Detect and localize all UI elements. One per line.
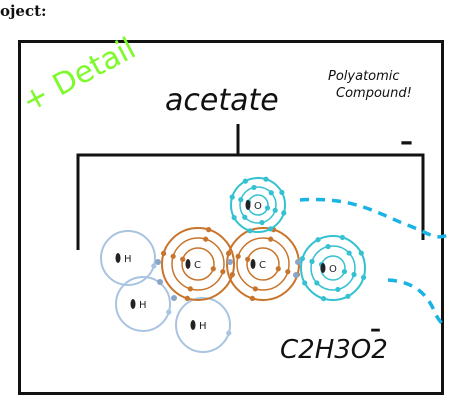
hydrogen-1-electron: [151, 263, 157, 269]
oxygen-2-electron: [314, 280, 320, 286]
oxygen-2-proton-mark: [320, 263, 326, 273]
carbon-1-shell-2: [171, 237, 225, 291]
hydrogen-1-shell-1: [100, 230, 156, 286]
oxygen-1-shell-2: [239, 186, 277, 224]
oxygen-2-shell-3: [300, 235, 366, 301]
hydrogen-3-shell-1: [175, 297, 231, 353]
oxygen-2-electron: [360, 274, 367, 281]
oxygen-1-shell-3: [230, 177, 286, 233]
dashed-curve-lower: [387, 278, 446, 326]
oxygen-1-electron: [238, 197, 244, 203]
carbon-1-shell-3: [161, 227, 235, 301]
carbon-1-electron: [170, 253, 176, 259]
carbon-1-electron: [210, 266, 216, 272]
oxygen-1-electron: [242, 178, 249, 184]
carbon-2-electron: [275, 266, 281, 272]
oxygen-2-electron: [345, 293, 351, 299]
oxygen-1-electron: [272, 207, 278, 213]
bond-electron-6: [293, 272, 299, 278]
hydrogen-2-proton-mark: [130, 299, 136, 309]
bond-electron-3: [171, 295, 177, 301]
carbon-1-electron: [187, 286, 193, 292]
oxygen-2-shell-2: [310, 245, 356, 291]
carbon-2-electron: [245, 256, 251, 262]
oxygen-1-electron: [263, 176, 269, 182]
oxygen-2-electron: [302, 280, 308, 286]
carbon-2-electron: [235, 253, 241, 259]
carbon-2-electron: [249, 295, 255, 301]
oxygen-2-electron: [335, 286, 341, 293]
carbon-2-nucleus-symbol: C: [259, 260, 266, 271]
formula: C2H3O2 –: [280, 317, 388, 365]
ion-charge: –: [400, 127, 413, 157]
oxygen-1-electron: [281, 210, 287, 216]
bond-electron-2: [157, 279, 163, 285]
formula-text: C2H3O2: [280, 335, 388, 365]
oxygen-1-electron: [231, 214, 237, 221]
bond-electron-1: [155, 259, 161, 265]
carbon-2-proton-mark: [250, 259, 256, 269]
note-line-1: Polyatomic: [328, 69, 400, 84]
oxygen-2-electron: [309, 258, 315, 265]
oxygen-2-electron: [341, 268, 348, 275]
carbon-2-electron: [268, 236, 274, 242]
hydrogen-2-nucleus-symbol: H: [139, 300, 147, 311]
oxygen-1-proton-mark: [245, 200, 251, 210]
oxygen-1-electron: [247, 228, 253, 234]
oxygen-1-electron: [264, 205, 271, 211]
oxygen-1-nucleus-symbol: O: [254, 201, 262, 212]
oxygen-2-electron: [299, 255, 306, 262]
carbon-1-electron: [184, 295, 190, 301]
bond-electron-4: [227, 259, 233, 265]
oxygen-2-electron: [315, 237, 321, 243]
oxygen-2-electron: [358, 250, 364, 256]
carbon-2-electron: [285, 269, 291, 275]
hydrogen-1-nucleus-symbol: H: [124, 254, 132, 265]
carbon-1-electron: [161, 250, 167, 256]
carbon-2-electron: [226, 250, 232, 256]
hydrogen-3-electron: [226, 330, 232, 336]
oxygen-2-electron: [320, 295, 327, 302]
carbon-2-electron: [252, 286, 258, 292]
bond-electron-5: [295, 259, 301, 265]
carbon-2-shell-2: [236, 237, 290, 291]
hydrogen-1-proton-mark: [115, 253, 121, 263]
oxygen-1-electron: [259, 219, 265, 226]
carbon-1-electron: [229, 272, 235, 278]
atom-group: H H H C C O O: [100, 176, 367, 353]
oxygen-1-electron: [242, 214, 248, 220]
carbon-1-proton-mark: [185, 259, 191, 269]
note-line-2: Compound!: [336, 86, 412, 101]
carbon-1-electron: [220, 269, 226, 275]
dashed-curve-upper: [299, 197, 449, 239]
oxygen-2-electron: [339, 234, 346, 241]
carbon-1-electron: [206, 227, 212, 233]
grouping-bracket: [76, 124, 425, 250]
oxygen-2-electron: [346, 250, 352, 256]
header-partial-label: oject:: [0, 2, 47, 20]
oxygen-1-electron: [251, 184, 257, 191]
carbon-1-electron: [203, 236, 209, 242]
hydrogen-2-electron: [166, 309, 172, 315]
oxygen-1-electron: [229, 194, 235, 200]
hydrogen-3-nucleus-symbol: H: [199, 321, 207, 332]
diagram-frame: [18, 40, 444, 395]
oxygen-2-nucleus-symbol: O: [329, 264, 337, 275]
diagram-title: acetate: [165, 83, 279, 118]
formula-charge: –: [370, 317, 381, 342]
oxygen-2-electron: [351, 271, 357, 278]
oxygen-1-electron: [268, 190, 274, 196]
carbon-1-nucleus-symbol: C: [194, 260, 201, 271]
oxygen-1-electron: [279, 189, 285, 196]
carbon-1-electron: [180, 256, 186, 262]
hydrogen-3-proton-mark: [190, 320, 196, 330]
oxygen-1-electron: [267, 226, 274, 232]
detail-annotation: + Detail: [16, 31, 141, 120]
carbon-1-shell-1: [181, 247, 215, 281]
carbon-2-shell-1: [246, 247, 280, 281]
hydrogen-2-shell-1: [115, 276, 171, 332]
oxygen-2-electron: [325, 243, 331, 250]
